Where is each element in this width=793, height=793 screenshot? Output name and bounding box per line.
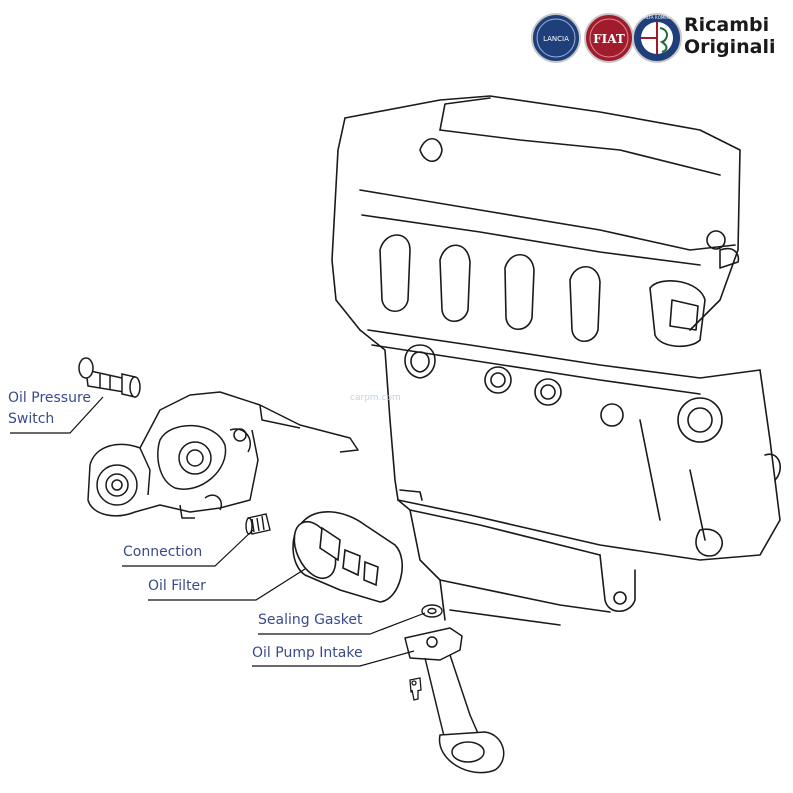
oil-pressure-switch-label-line-1: Oil Pressure	[8, 390, 92, 406]
connection-fitting-part	[245, 513, 271, 535]
oil-pressure-switch-label: Oil Pressure Switch	[8, 388, 91, 430]
svg-text:ALFA ROMEO: ALFA ROMEO	[644, 15, 670, 20]
svg-text:LANCIA: LANCIA	[543, 35, 569, 43]
watermark: carpm.com	[350, 393, 401, 403]
oil-pump-intake-part	[404, 627, 505, 774]
lancia-logo: LANCIA	[531, 13, 581, 63]
bolt-part	[409, 677, 422, 701]
svg-text:FIAT: FIAT	[593, 32, 625, 46]
oil-pump-intake-label: Oil Pump Intake	[252, 645, 363, 661]
oil-filter-label: Oil Filter	[148, 578, 206, 594]
brand-line-2: Originali	[684, 36, 776, 58]
oil-pressure-switch-label-line-2: Switch	[8, 411, 55, 427]
fiat-logo: FIAT	[584, 13, 634, 63]
engine-block	[331, 95, 781, 626]
sealing-gasket-label: Sealing Gasket	[258, 612, 363, 628]
oil-pump-housing	[87, 391, 359, 519]
oil-pressure-switch-part	[78, 357, 141, 398]
connection-leader	[122, 529, 254, 567]
oil-filter-leader	[148, 568, 306, 601]
oil-pressure-switch-leader	[10, 396, 104, 434]
connection-label: Connection	[123, 544, 203, 560]
leader-lines	[10, 396, 426, 667]
alfa-romeo-logo: ALFA ROMEO	[632, 13, 682, 63]
brand-line-1: Ricambi	[684, 14, 770, 36]
sealing-gasket-leader	[258, 612, 426, 635]
brand-title: Ricambi Originali	[684, 14, 776, 58]
oil-pump-intake-leader	[252, 650, 415, 667]
oil-filter-part	[292, 511, 403, 603]
brand-logos: LANCIA FIAT ALFA ROMEO	[531, 13, 682, 63]
sealing-gasket-part	[421, 604, 443, 618]
